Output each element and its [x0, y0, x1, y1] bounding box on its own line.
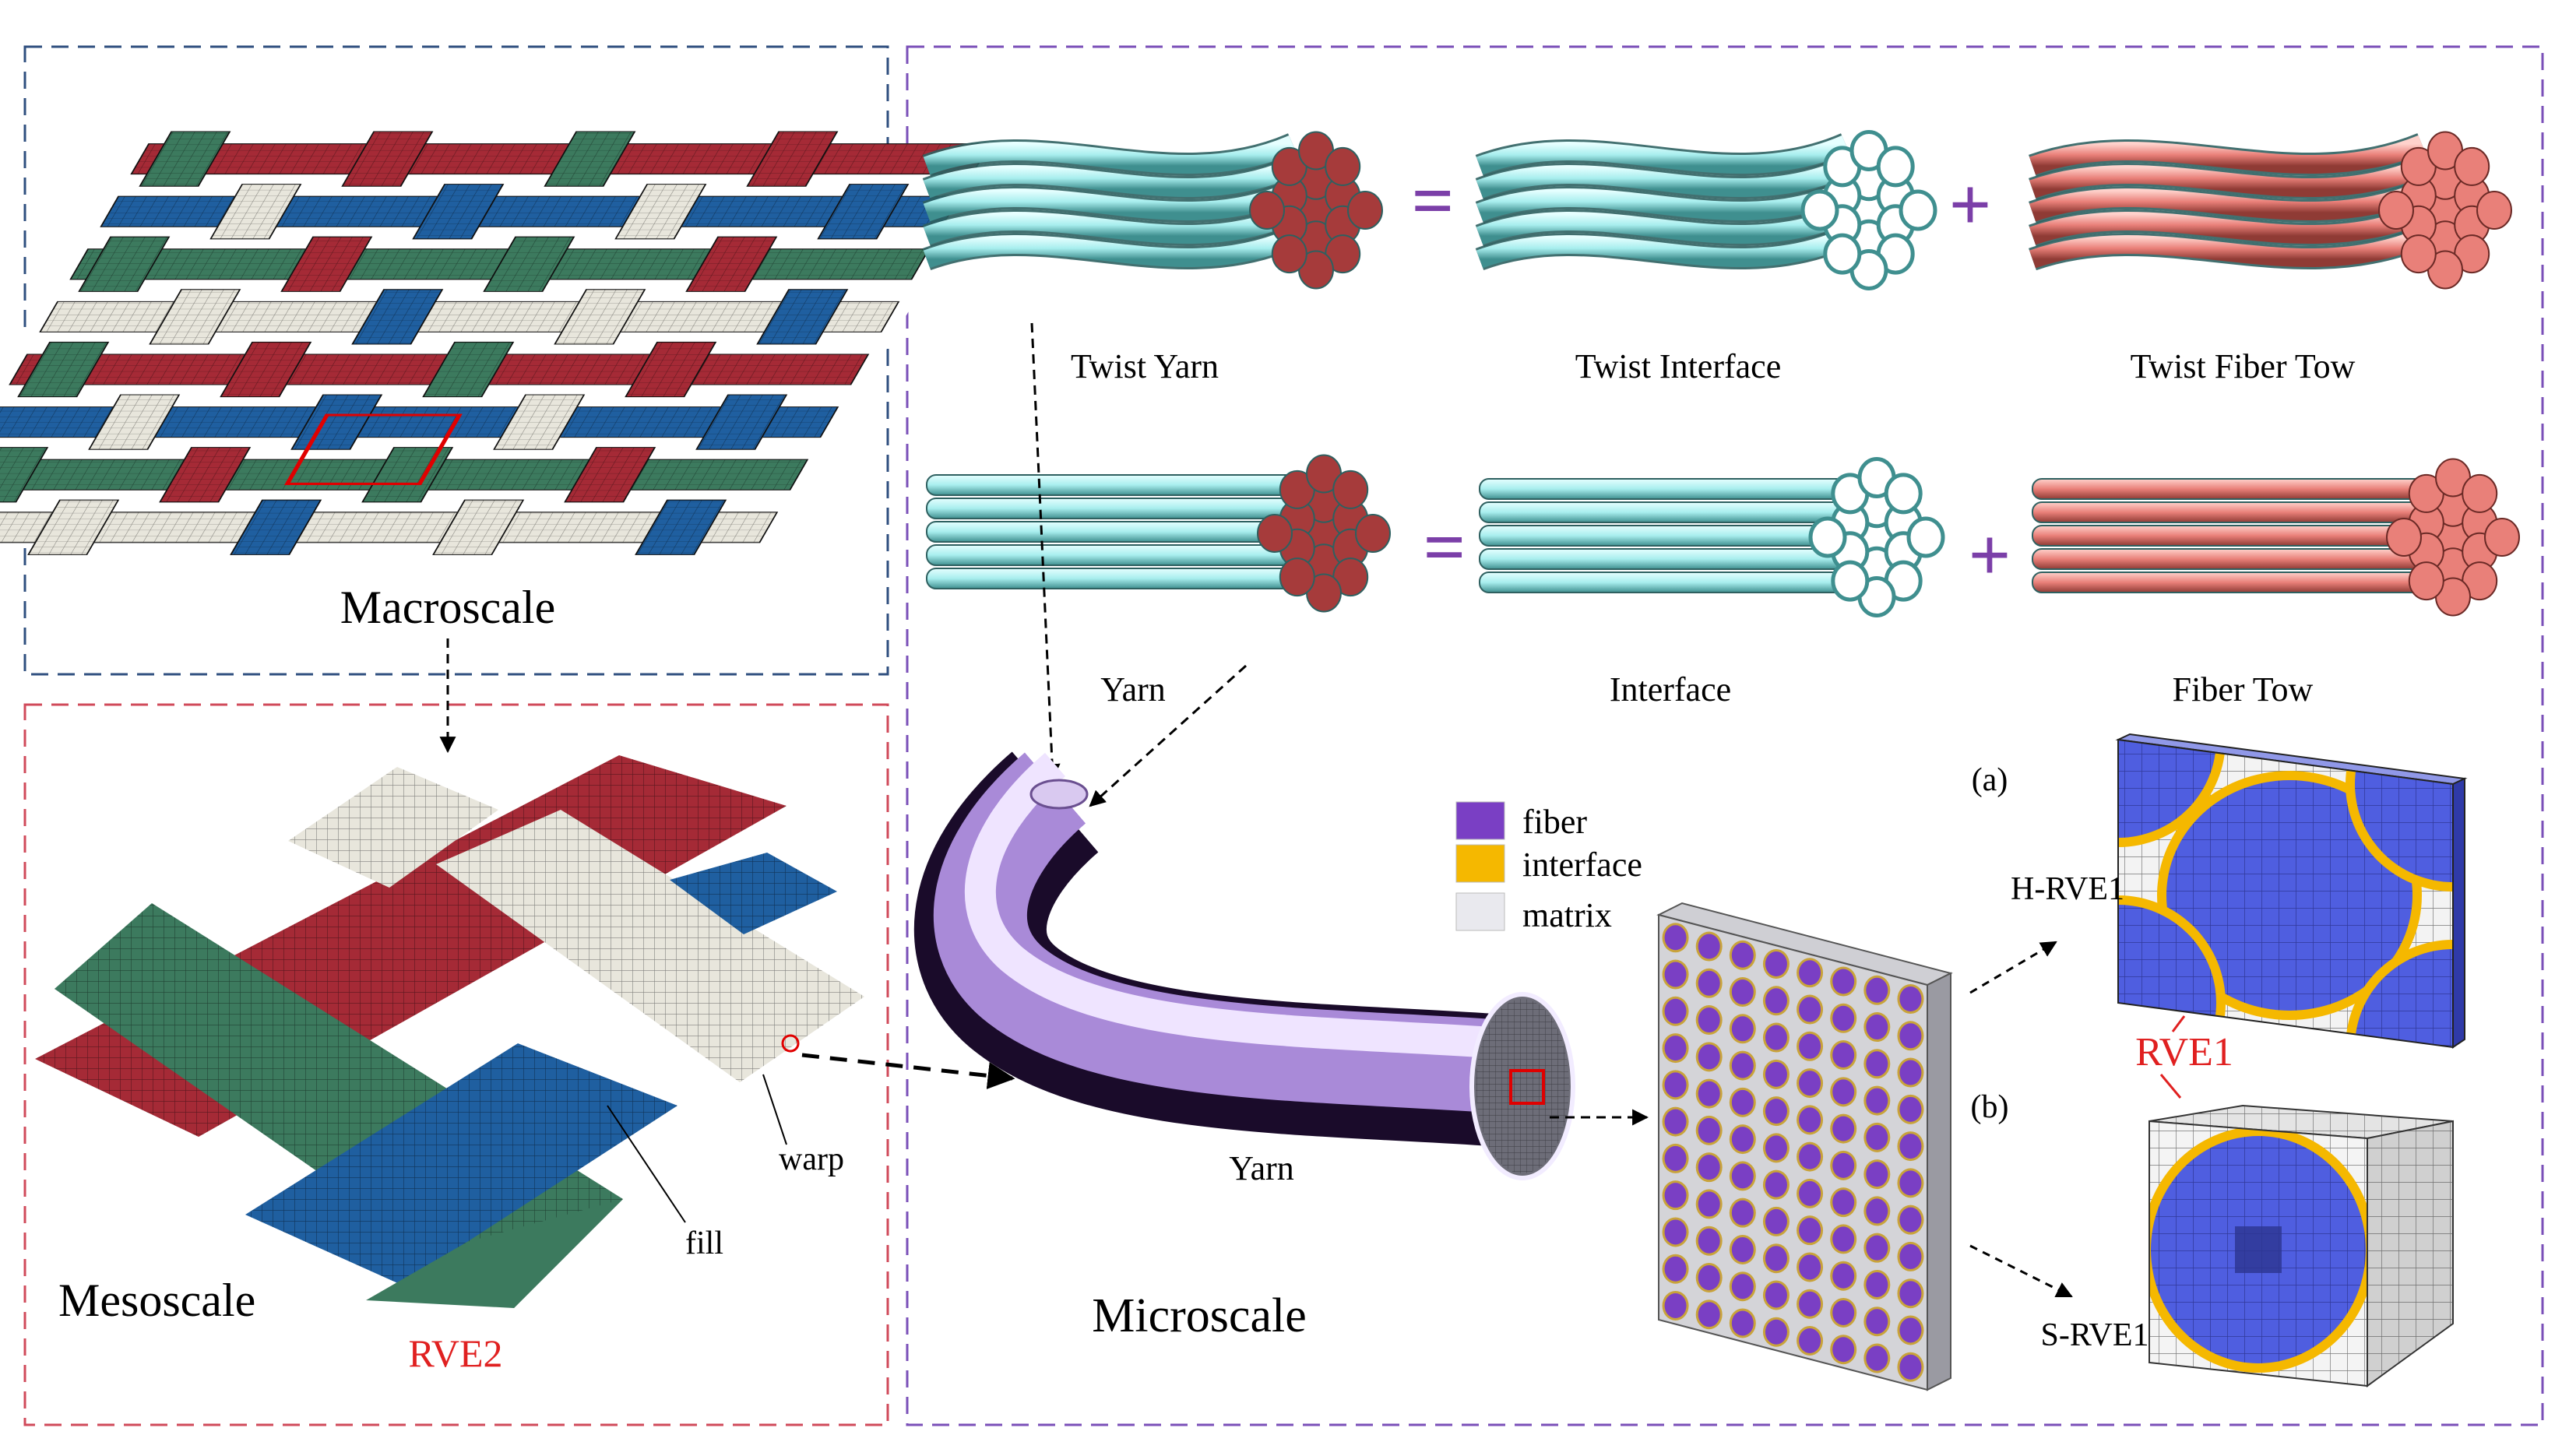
- rve-a-label: (a): [1972, 762, 2008, 798]
- twist-yarn-to-curve-arrow: [1030, 322, 1061, 781]
- fiber-matrix-block: [1656, 902, 1953, 1391]
- equals-operator-row1: =: [1412, 159, 1455, 242]
- equals-operator-row2: =: [1424, 505, 1466, 589]
- legend-swatch-fiber: [1455, 801, 1505, 840]
- twist-interface-label: Twist Interface: [1575, 347, 1781, 385]
- interface-label: Interface: [1610, 670, 1731, 709]
- meso-to-micro-arrow: [801, 1053, 1015, 1089]
- fill-label: fill: [685, 1226, 723, 1261]
- rve1-leader-bottom: [2159, 1074, 2182, 1099]
- twist-yarn-label: Twist Yarn: [1071, 347, 1219, 385]
- legend-label-interface: interface: [1522, 846, 1642, 884]
- legend-label-fiber: fiber: [1522, 803, 1587, 841]
- rve-b-label: (b): [1971, 1089, 2009, 1125]
- microscale-panel-frame: [906, 45, 2544, 1426]
- material-legend: fiber interface matrix: [1455, 801, 1642, 934]
- plus-operator-row2: +: [1969, 513, 2011, 596]
- plus-operator-row1: +: [1949, 163, 1992, 246]
- macroscale-rve-marker: [284, 413, 463, 485]
- block-to-s-rve-arrow: [1969, 1244, 2073, 1298]
- curved-yarn-tube: [914, 751, 1575, 1180]
- warp-leader: [762, 1074, 787, 1145]
- fiber-tow-label: Fiber Tow: [2173, 670, 2314, 709]
- legend-swatch-matrix: [1455, 892, 1505, 931]
- twist-fiber-tow-label: Twist Fiber Tow: [2131, 347, 2356, 385]
- meso-green-lower: [366, 1199, 623, 1308]
- macroscale-woven-fabric: [0, 131, 994, 555]
- h-rve1-model: [2115, 733, 2468, 1049]
- rve1-leader-top: [2171, 1015, 2186, 1032]
- rve2-label: RVE2: [409, 1331, 503, 1375]
- macroscale-panel-frame: [23, 45, 889, 676]
- s-rve1-label: S-RVE1: [2041, 1317, 2149, 1353]
- h-rve1-label: H-RVE1: [2011, 871, 2124, 907]
- macroscale-label: Macroscale: [340, 582, 556, 633]
- yarn-cross-section-rve-marker: [1509, 1069, 1545, 1105]
- yarn-to-curve-arrow: [1089, 664, 1248, 807]
- block-to-h-rve-arrow: [1969, 941, 2057, 994]
- yarn-end-cap-top: [1029, 779, 1089, 810]
- warp-label: warp: [779, 1141, 844, 1177]
- mesoscale-label: Mesoscale: [58, 1275, 255, 1326]
- legend-swatch-interface: [1455, 844, 1505, 883]
- fill-leader: [607, 1105, 686, 1223]
- microscale-label: Microscale: [1092, 1289, 1306, 1342]
- mesoscale-rve-model: [35, 755, 864, 1308]
- curved-yarn-label: Yarn: [1229, 1149, 1294, 1187]
- s-rve1-model: [2148, 1104, 2454, 1387]
- yarn-models: [922, 130, 2520, 617]
- yarn-label: Yarn: [1100, 670, 1166, 709]
- legend-label-matrix: matrix: [1522, 896, 1612, 934]
- rve1-label: RVE1: [2135, 1030, 2233, 1074]
- meso-rve-marker: [781, 1034, 800, 1053]
